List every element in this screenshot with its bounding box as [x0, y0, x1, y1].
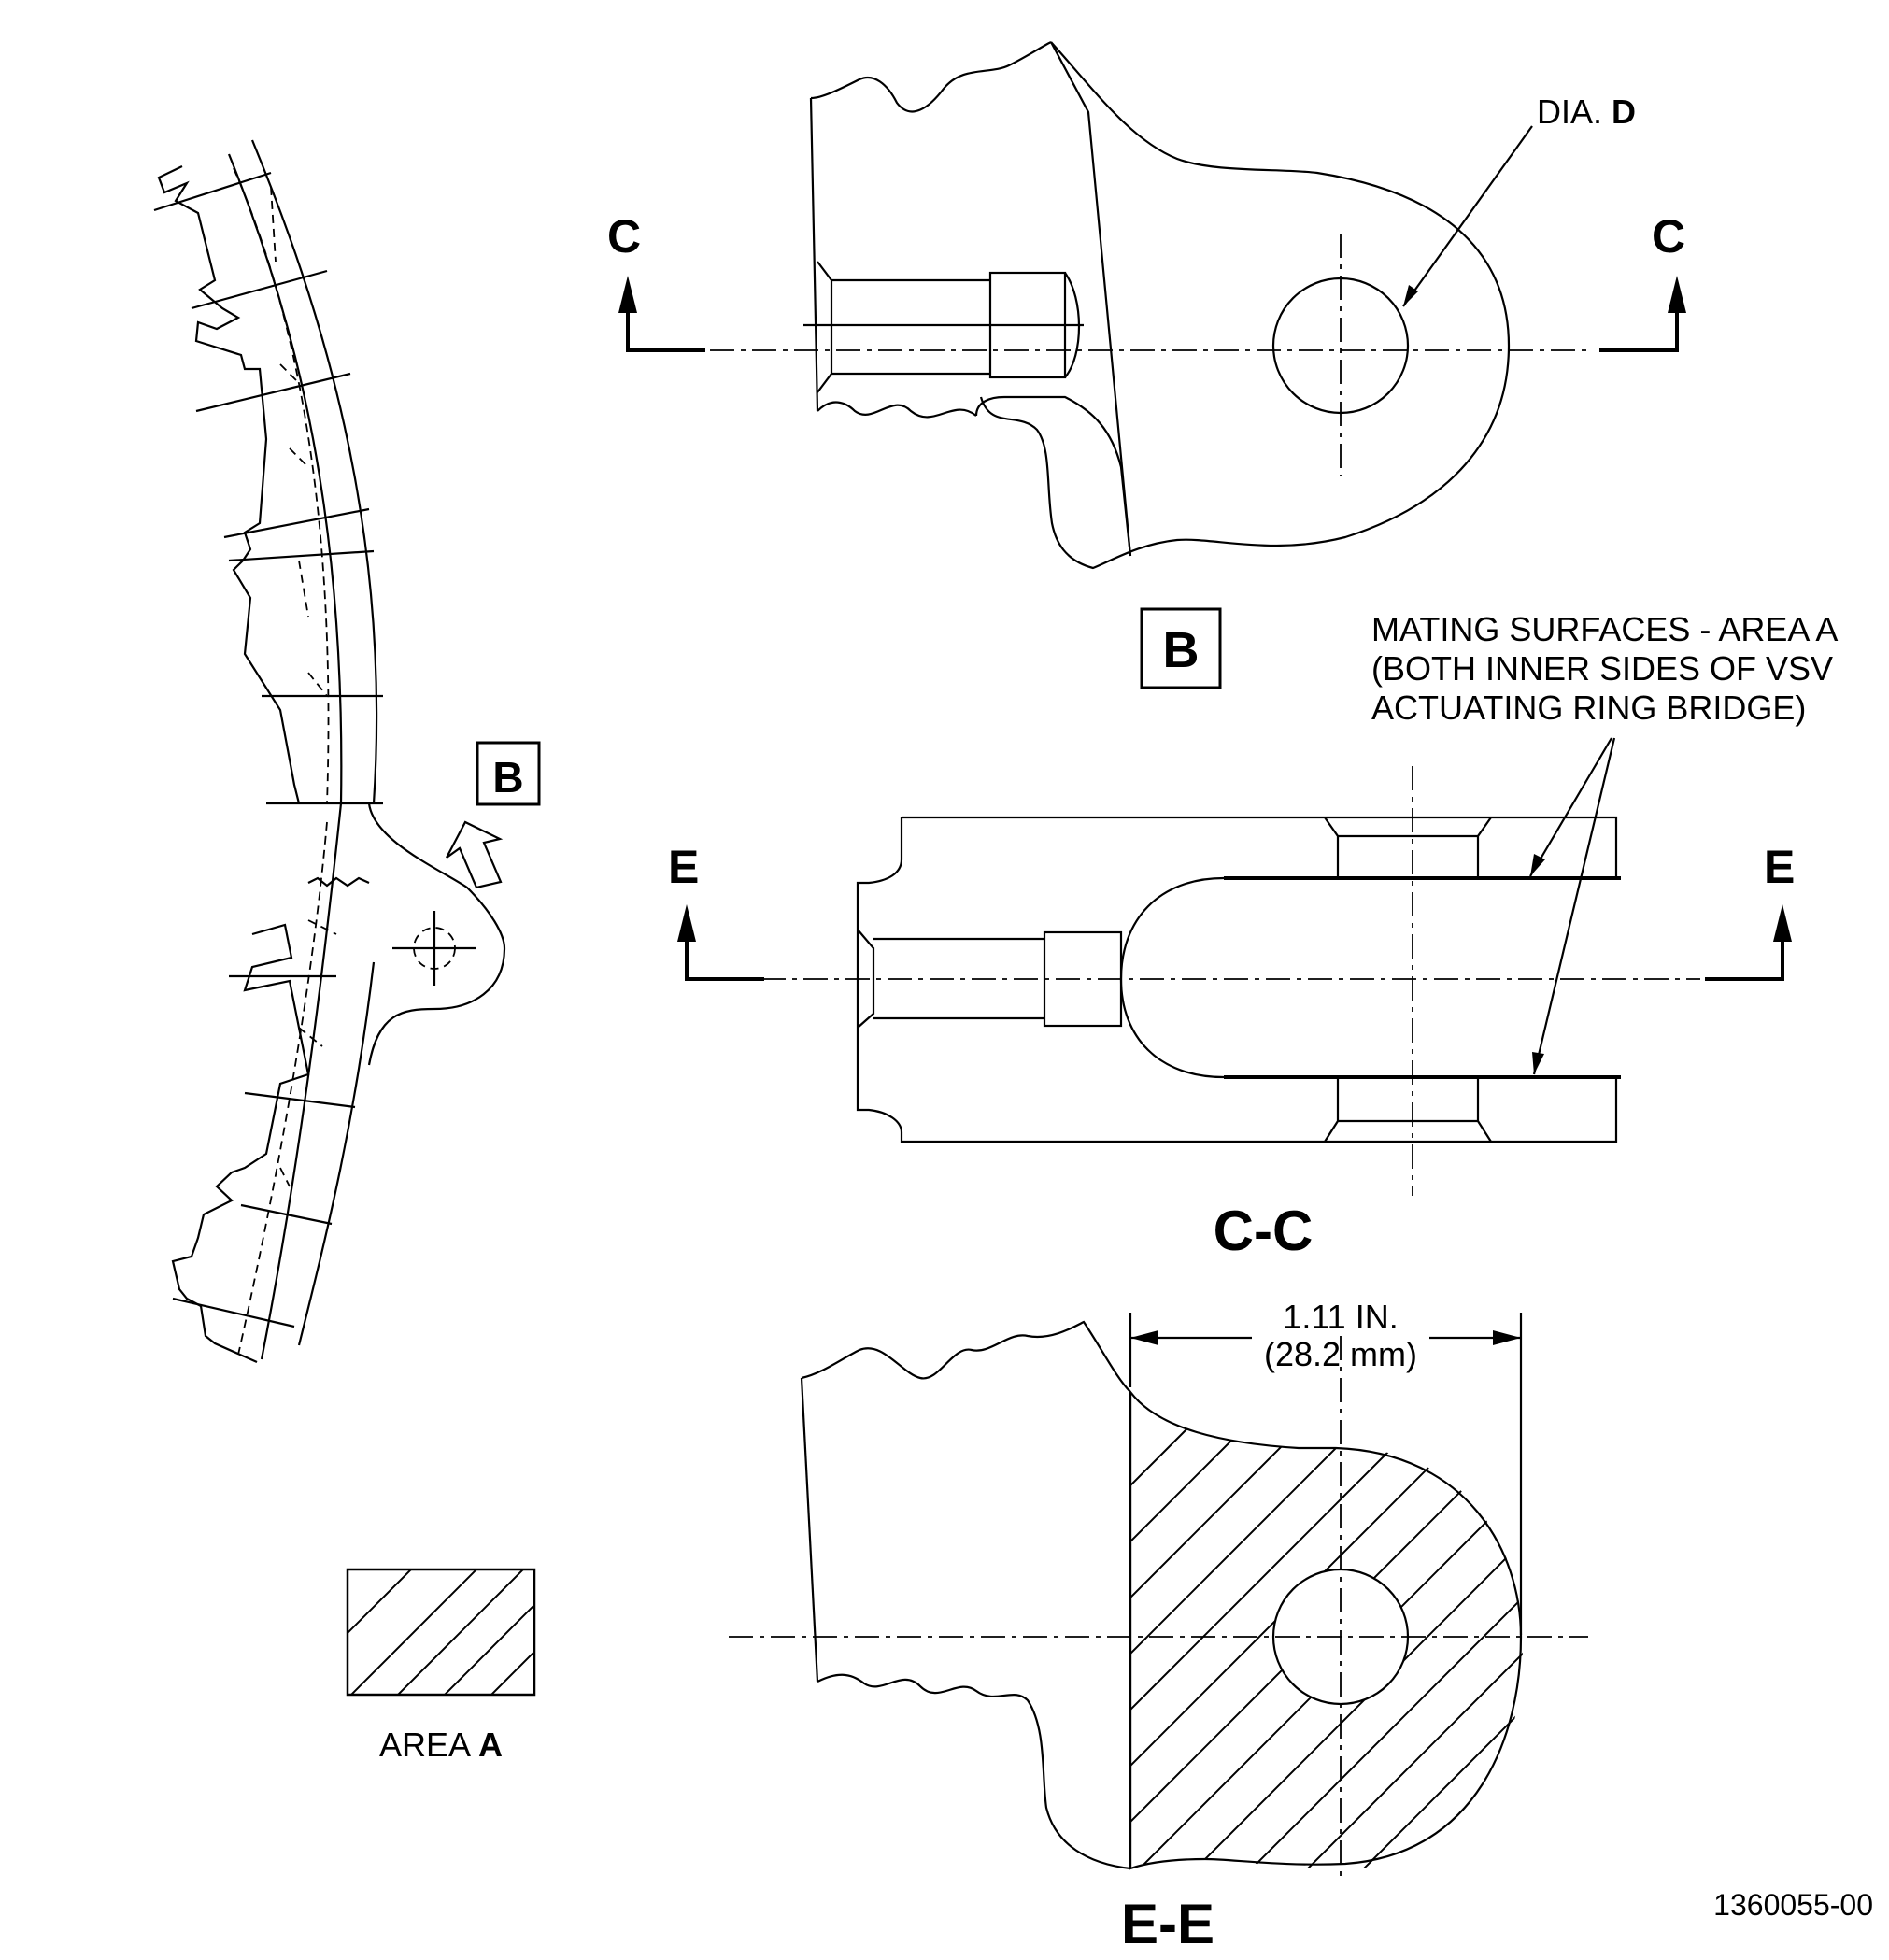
section-e-left-label: E: [668, 841, 699, 893]
ring-segment-view: [153, 139, 506, 1364]
mating-note-line3: ACTUATING RING BRIDGE): [1371, 689, 1806, 727]
mating-note-line2: (BOTH INNER SIDES OF VSV: [1371, 649, 1833, 688]
section-c-left-label: C: [607, 210, 641, 263]
section-cc-view: [677, 737, 1792, 1196]
view-arrow: [446, 820, 504, 889]
view-b-callout-label: B: [492, 753, 523, 802]
view-b-box: [1140, 607, 1222, 689]
area-a-legend: [346, 1568, 536, 1697]
dia-label: DIA. D: [1537, 92, 1636, 131]
figure-number: 1360055-00: [1713, 1888, 1873, 1922]
detail-view-b: [618, 41, 1686, 570]
section-ee-title: E-E: [1121, 1893, 1214, 1955]
dimension-inches: 1.11 IN.: [1283, 1298, 1398, 1336]
section-cc-title: C-C: [1214, 1200, 1314, 1262]
mating-note-line1: MATING SURFACES - AREA A: [1371, 610, 1838, 648]
dimension-mm: (28.2 mm): [1264, 1335, 1417, 1373]
section-e-right-label: E: [1764, 841, 1795, 893]
view-b-callout-box: [476, 741, 541, 806]
section-c-right-label: C: [1652, 210, 1685, 263]
section-ee-view: [729, 1313, 1588, 1878]
area-a-label: AREA A: [379, 1726, 503, 1764]
view-b-label: B: [1163, 622, 1200, 678]
